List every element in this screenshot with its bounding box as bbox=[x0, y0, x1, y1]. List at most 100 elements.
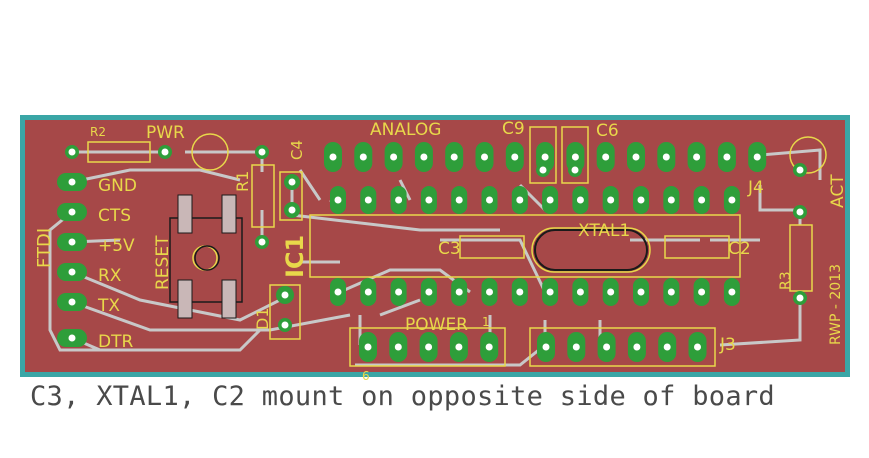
label-credit: RWP - 2013 bbox=[828, 264, 844, 345]
ic-top-pad-hole bbox=[698, 196, 706, 204]
label-c6: C6 bbox=[596, 121, 619, 141]
label-r3: R3 bbox=[778, 271, 794, 290]
ic-bottom-pad-hole bbox=[395, 288, 403, 296]
silkscreen-text: R2 PWR ANALOG C9 C6 C4 R1 J4 ACT GND CTS… bbox=[34, 119, 848, 383]
header-top-pad-hole bbox=[329, 153, 337, 161]
j3-pad-hole bbox=[663, 343, 671, 351]
ic-top-pad-hole bbox=[637, 196, 645, 204]
xtal-body bbox=[534, 229, 648, 271]
power-pad-hole bbox=[455, 343, 463, 351]
r2-pad-hole bbox=[161, 148, 169, 156]
ic-top-pad-hole bbox=[516, 196, 524, 204]
ic-top-pad-hole bbox=[425, 196, 433, 204]
label-j3: J3 bbox=[719, 335, 736, 355]
ic-bottom-pad-hole bbox=[425, 288, 433, 296]
label-c2: C2 bbox=[728, 239, 751, 259]
label-dtr: DTR bbox=[98, 332, 133, 352]
power-pad-hole bbox=[485, 343, 493, 351]
ic-top-pad-hole bbox=[455, 196, 463, 204]
header-top-pad-hole bbox=[390, 153, 398, 161]
ic-top-pad-hole bbox=[576, 196, 584, 204]
header-top-pad-hole bbox=[693, 153, 701, 161]
label-tx: TX bbox=[97, 296, 120, 316]
label-cts: CTS bbox=[98, 206, 131, 226]
label-rx: RX bbox=[98, 266, 122, 286]
ic-bottom-pad-hole bbox=[455, 288, 463, 296]
ic-bottom-pad-hole bbox=[486, 288, 493, 296]
label-j4: J4 bbox=[747, 178, 764, 198]
header-top-pad-hole bbox=[602, 153, 610, 161]
header-top-pad-hole bbox=[723, 153, 731, 161]
label-power: POWER bbox=[405, 315, 468, 335]
label-pwr: PWR bbox=[146, 123, 185, 143]
label-xtal1: XTAL1 bbox=[578, 221, 630, 241]
power-pad-hole bbox=[425, 343, 433, 351]
label-ic1: IC1 bbox=[281, 235, 309, 278]
silkscreen-outlines bbox=[87, 126, 827, 367]
label-gnd: GND bbox=[98, 176, 137, 196]
ic-top-pad-hole bbox=[728, 196, 736, 204]
j3-pad-hole bbox=[542, 343, 550, 351]
c4-pad-hole bbox=[288, 178, 296, 186]
label-c3: C3 bbox=[438, 239, 461, 259]
ftdi-pad-hole bbox=[68, 178, 76, 186]
j3-pad-hole bbox=[572, 343, 580, 351]
label-r1: R1 bbox=[233, 171, 252, 192]
ic-top-pad-hole bbox=[395, 196, 403, 204]
r3-pad-hole bbox=[796, 294, 804, 302]
ic-bottom-pad-hole bbox=[667, 288, 675, 296]
ic-top-pad-hole bbox=[334, 196, 342, 204]
c9-pad-hole bbox=[539, 166, 547, 174]
header-top-pad-hole bbox=[420, 153, 428, 161]
label-c9: C9 bbox=[502, 119, 525, 139]
ic-bottom-pad-hole bbox=[516, 288, 524, 296]
ic-top-pad-hole bbox=[607, 196, 615, 204]
ic-top-pad-hole bbox=[364, 196, 372, 204]
d1-pad-hole bbox=[281, 321, 289, 329]
ic-bottom-pad-hole bbox=[334, 288, 342, 296]
reset-switch bbox=[169, 194, 243, 319]
power-pad-hole bbox=[364, 343, 372, 351]
r3-pad-hole bbox=[796, 208, 804, 216]
j3-pad-hole bbox=[633, 343, 641, 351]
header-top-pad-hole bbox=[662, 153, 670, 161]
ic-bottom-pad-hole bbox=[576, 288, 584, 296]
ftdi-pad-hole bbox=[68, 334, 76, 342]
ftdi-pad-hole bbox=[68, 268, 76, 276]
header-top-pad-hole bbox=[359, 153, 367, 161]
board-caption: C3, XTAL1, C2 mount on opposite side of … bbox=[30, 381, 775, 412]
r2-pad-hole bbox=[68, 148, 76, 156]
ic-bottom-pad-hole bbox=[698, 288, 706, 296]
header-top-pad-hole bbox=[753, 153, 761, 161]
r1-pad-hole bbox=[258, 238, 266, 246]
header-top-pad-hole bbox=[541, 153, 549, 161]
j3-pad-hole bbox=[694, 343, 701, 351]
label-power-pin6: 6 bbox=[362, 369, 370, 383]
ic-bottom-pad-hole bbox=[728, 288, 736, 296]
header-top-pad-hole bbox=[632, 153, 640, 161]
ftdi-pad-hole bbox=[68, 298, 76, 306]
r1-pad-hole bbox=[258, 148, 266, 156]
label-c4: C4 bbox=[288, 140, 306, 160]
header-top-pad-hole bbox=[450, 153, 458, 161]
ftdi-pad-hole bbox=[68, 238, 76, 246]
label-reset: RESET bbox=[153, 235, 173, 290]
header-top-pad-hole bbox=[511, 153, 519, 161]
label-r2: R2 bbox=[90, 125, 106, 139]
c6-pad-hole bbox=[571, 166, 579, 174]
ic-top-pad-hole bbox=[546, 196, 554, 204]
c4-pad-hole bbox=[288, 206, 296, 214]
label-analog: ANALOG bbox=[370, 120, 441, 140]
d1-pad-hole bbox=[281, 291, 289, 299]
ic-bottom-pad-hole bbox=[607, 288, 615, 296]
label-act: ACT bbox=[828, 174, 848, 208]
act-pad-hole bbox=[796, 166, 804, 174]
ic-bottom-pad-hole bbox=[637, 288, 645, 296]
label-ftdi: FTDI bbox=[34, 228, 55, 268]
pad-layer bbox=[57, 142, 807, 362]
ic-bottom-pad-hole bbox=[546, 288, 554, 296]
label-5v: +5V bbox=[98, 236, 135, 256]
trace-layer bbox=[48, 148, 822, 367]
ic-top-pad-hole bbox=[486, 196, 493, 204]
